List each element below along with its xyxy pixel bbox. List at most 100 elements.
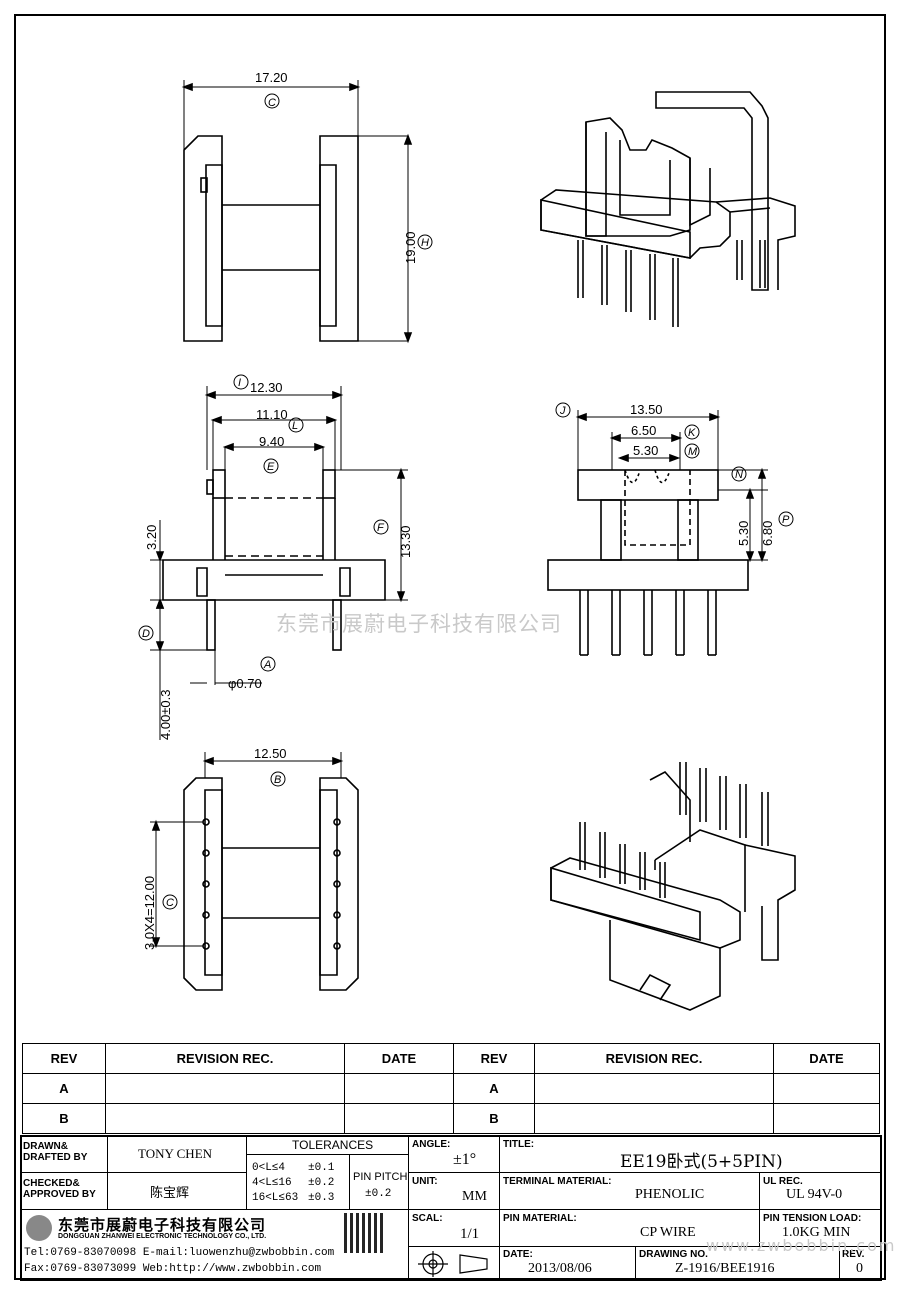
- dim-side-w2: 6.50: [631, 423, 656, 438]
- watermark-text: 东莞市展蔚电子科技有限公司: [276, 612, 562, 636]
- company-name-cn: 东莞市展蔚电子科技有限公司: [58, 1216, 267, 1234]
- terminal-material-label: TERMINAL MATERIAL:: [503, 1176, 612, 1187]
- dim-tag-c2: C: [166, 897, 174, 909]
- title-label: TITLE:: [503, 1139, 535, 1150]
- dim-front-h2: 3.20: [144, 525, 159, 550]
- revision-cell: [105, 1073, 345, 1104]
- dim-tag-b: B: [274, 774, 281, 786]
- dim-side-h2: 6.80: [760, 521, 775, 546]
- rev-header: REV: [453, 1043, 535, 1074]
- side-view: [547, 410, 768, 656]
- company-logo-icon: [26, 1215, 52, 1241]
- dim-tag-p: P: [782, 514, 790, 526]
- dim-top-height: 19.00: [403, 231, 418, 264]
- company-name-en: DONGGUAN ZHANWEI ELECTRONIC TECHNOLOGY C…: [58, 1233, 267, 1240]
- drawing-no-value: Z-1916/BEE1916: [675, 1261, 775, 1276]
- technical-drawing: 17.20 C 19.00 H I 12.30 11.10 L 9.40 E F…: [138, 70, 796, 1011]
- projection-symbol-icon: [418, 1251, 488, 1277]
- revision-header-row: REV REVISION REC. DATE REV REVISION REC.…: [22, 1043, 880, 1074]
- rev-cell: B: [453, 1103, 535, 1134]
- drawing-title: EE19卧式(5+5PIN): [620, 1152, 783, 1172]
- tolerances-label: TOLERANCES: [292, 1138, 374, 1152]
- tol-range: 4<L≤16: [252, 1177, 292, 1189]
- top-view: [181, 80, 413, 344]
- pin-tension-value: 1.0KG MIN: [782, 1225, 851, 1240]
- rev-cell: A: [22, 1073, 106, 1104]
- front-view: [150, 386, 408, 740]
- dim-front-w1: 12.30: [250, 380, 283, 395]
- angle-value: ±1°: [453, 1151, 477, 1168]
- date-header: DATE: [773, 1043, 880, 1074]
- company-fax: Fax:0769-83073099 Web:http://www.zwbobbi…: [24, 1263, 322, 1275]
- dim-tag-l: L: [292, 420, 298, 432]
- terminal-material-value: PHENOLIC: [635, 1187, 705, 1202]
- rev-cell: B: [22, 1103, 106, 1134]
- tol-range: 0<L≤4: [252, 1162, 286, 1174]
- rev-header: REV: [22, 1043, 106, 1074]
- dim-bottom-pitch: 3.0X4=12.00: [142, 876, 157, 950]
- dimension-labels: 17.20 C 19.00 H I 12.30 11.10 L 9.40 E F…: [138, 70, 794, 950]
- dim-tag-c: C: [268, 97, 276, 109]
- title-block: DRAWN& DRAFTED BY TONY CHEN CHECKED& APP…: [20, 1135, 882, 1281]
- tol-value: ±0.3: [308, 1192, 335, 1204]
- unit-label: UNIT:: [412, 1176, 438, 1187]
- ul-rec-value: UL 94V-0: [786, 1187, 843, 1202]
- table-row: B B: [22, 1103, 880, 1134]
- dim-tag-k: K: [688, 427, 696, 439]
- dim-pin-dia: φ0.70: [228, 676, 262, 691]
- date-value: 2013/08/06: [528, 1261, 592, 1276]
- revision-cell: [105, 1103, 345, 1134]
- dim-side-h1: 5.30: [736, 521, 751, 546]
- scale-label: SCAL:: [412, 1213, 443, 1224]
- pin-material-label: PIN MATERIAL:: [503, 1213, 577, 1224]
- qr-code-icon: [344, 1213, 384, 1253]
- checked-value: 陈宝辉: [150, 1186, 190, 1201]
- isometric-view-bottom: [550, 762, 796, 1011]
- dim-side-w3: 5.30: [633, 443, 658, 458]
- scale-value: 1/1: [460, 1226, 480, 1242]
- dim-front-w3: 9.40: [259, 434, 284, 449]
- revision-table: REV REVISION REC. DATE REV REVISION REC.…: [22, 1043, 880, 1134]
- rev-value: 0: [856, 1261, 863, 1276]
- dim-tag-d: D: [142, 628, 150, 640]
- date-label: DATE:: [503, 1249, 533, 1260]
- drawn-label: DRAWN& DRAFTED BY: [23, 1141, 88, 1163]
- drawn-value: TONY CHEN: [138, 1146, 213, 1161]
- dim-tag-h: H: [421, 237, 429, 249]
- dim-tag-j: J: [559, 405, 566, 417]
- pin-pitch-label: PIN PITCH: [353, 1171, 408, 1183]
- dim-bottom-width: 12.50: [254, 746, 287, 761]
- dim-tag-m: M: [688, 446, 698, 458]
- pin-pitch-value: ±0.2: [365, 1188, 392, 1200]
- revision-cell: [534, 1073, 774, 1104]
- date-header: DATE: [344, 1043, 454, 1074]
- revision-rec-header: REVISION REC.: [105, 1043, 345, 1074]
- dim-front-h1: 13.30: [398, 525, 413, 558]
- isometric-view-top: [540, 91, 796, 327]
- date-cell: [344, 1103, 454, 1134]
- date-cell: [773, 1103, 880, 1134]
- revision-rec-header: REVISION REC.: [534, 1043, 774, 1074]
- dim-tag-a: A: [263, 659, 271, 671]
- pin-material-value: CP WIRE: [640, 1225, 696, 1240]
- revision-cell: [534, 1103, 774, 1134]
- ul-rec-label: UL REC.: [763, 1176, 803, 1187]
- dim-pin-length: 4.00±0.3: [158, 689, 173, 740]
- dim-tag-f: F: [377, 522, 385, 534]
- angle-label: ANGLE:: [412, 1139, 451, 1150]
- pin-tension-label: PIN TENSION LOAD:: [763, 1213, 862, 1224]
- tol-value: ±0.2: [308, 1177, 335, 1189]
- date-cell: [773, 1073, 880, 1104]
- unit-value: MM: [462, 1189, 487, 1204]
- dim-tag-e: E: [267, 461, 275, 473]
- drawing-no-label: DRAWING NO.: [639, 1249, 708, 1260]
- company-tel: Tel:0769-83070098 E-mail:luowenzhu@zwbob…: [24, 1247, 335, 1259]
- dim-tag-n: N: [735, 469, 743, 481]
- dim-front-w2: 11.10: [256, 407, 288, 422]
- tol-range: 16<L≤63: [252, 1192, 299, 1204]
- dim-side-w1: 13.50: [630, 402, 663, 417]
- dim-top-width: 17.20: [255, 70, 288, 85]
- tol-value: ±0.1: [308, 1162, 335, 1174]
- bottom-view: [150, 752, 359, 991]
- checked-label: CHECKED& APPROVED BY: [23, 1178, 96, 1200]
